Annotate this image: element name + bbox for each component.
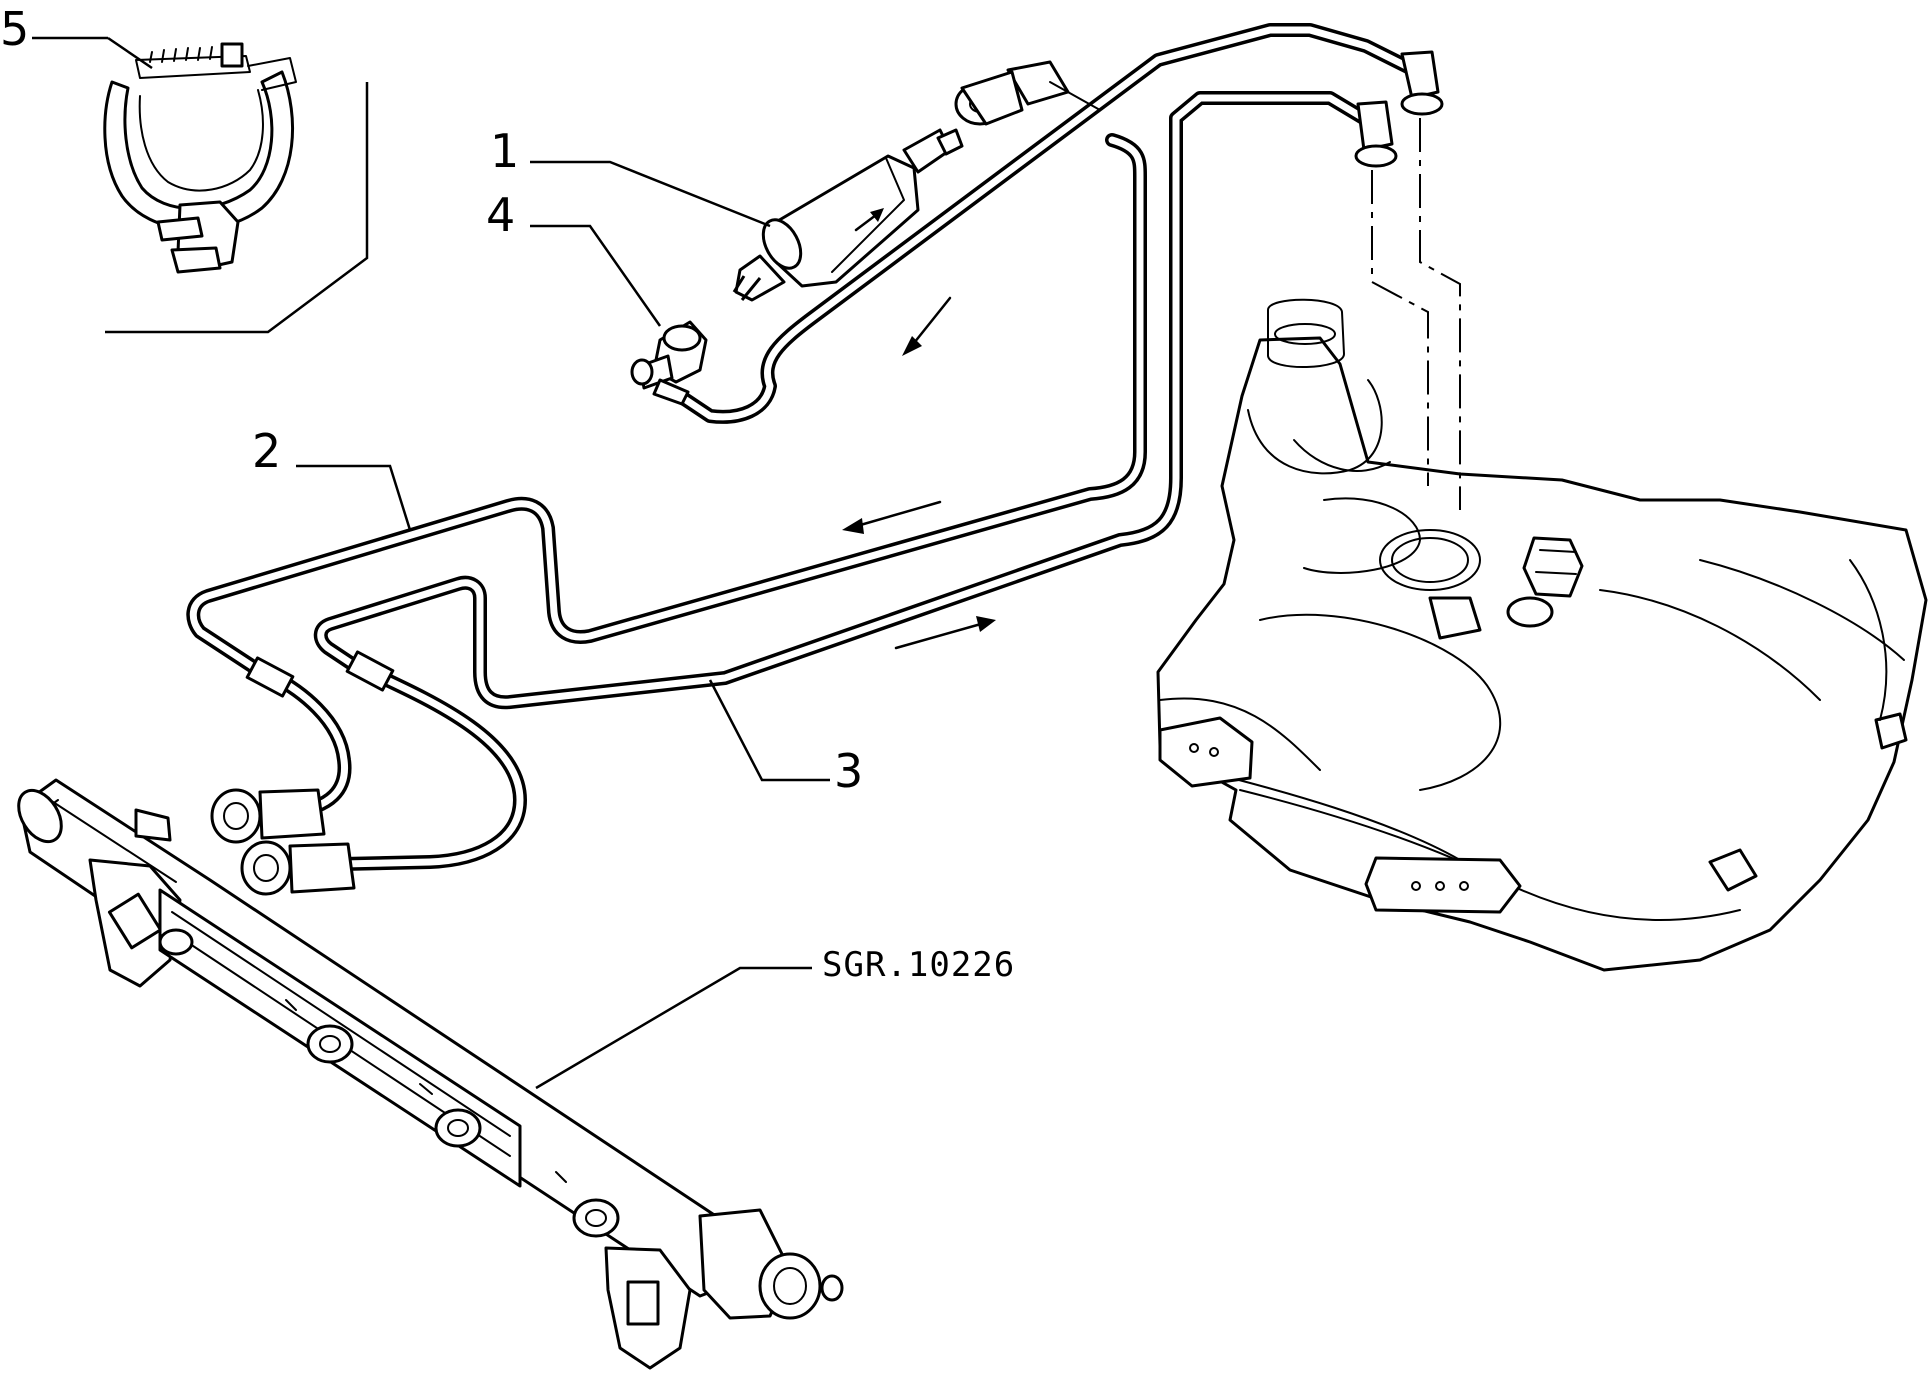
connection-centerlines (1371, 118, 1461, 510)
pipe-3 (313, 91, 1387, 710)
hose-couplings (210, 650, 395, 896)
union-connector (630, 320, 708, 406)
leader-5-diag (107, 36, 153, 70)
flow-arrows (842, 296, 996, 650)
fuel-filter (732, 128, 964, 302)
flex-hoses (265, 665, 527, 871)
elbow-connector (954, 60, 1101, 126)
inset-panel-border (105, 82, 369, 334)
tank-connectors (1354, 50, 1444, 168)
callout-3: 3 (834, 744, 864, 798)
leader-lines (296, 160, 830, 1090)
callout-5: 5 (0, 2, 30, 56)
fuel-tank (1156, 298, 1928, 972)
hose-clamp (103, 42, 297, 274)
callout-1: 1 (490, 124, 520, 178)
pipe-2 (186, 23, 1425, 677)
callout-2: 2 (252, 424, 282, 478)
callout-4: 4 (486, 188, 516, 242)
drawing-reference-code: SGR.10226 (822, 945, 1016, 985)
fuel-rail (17, 778, 844, 1370)
